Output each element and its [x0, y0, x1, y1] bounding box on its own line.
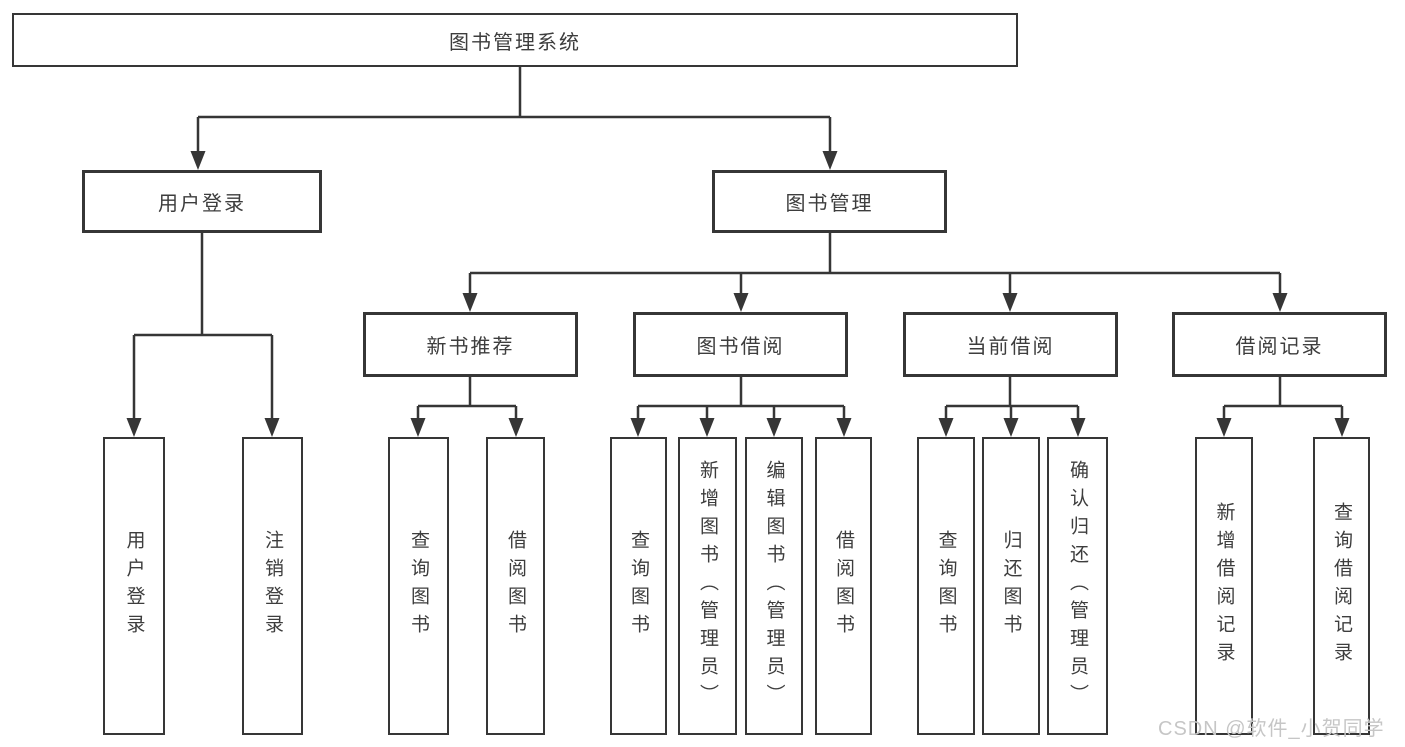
- node-root: 图书管理系统: [12, 13, 1018, 67]
- leaf-logout-login: 注销登录: [242, 437, 303, 735]
- leaf-br-add-record: 新增借阅记录: [1195, 437, 1253, 735]
- leaf-nbr-query-books-label: 查询图书: [408, 530, 429, 642]
- arrowhead-icons: [126, 151, 1350, 437]
- node-user-login: 用户登录: [82, 170, 322, 233]
- leaf-cb-confirm-return-admin-label: 确认归还（管理员）: [1067, 460, 1088, 712]
- leaf-logout-login-label: 注销登录: [262, 530, 283, 642]
- node-user-login-label: 用户登录: [158, 193, 246, 215]
- leaf-br-add-record-label: 新增借阅记录: [1213, 502, 1235, 670]
- connector-book-borrow: [636, 377, 846, 421]
- leaf-br-query-record-label: 查询借阅记录: [1331, 502, 1352, 670]
- leaf-nbr-query-books: 查询图书: [388, 437, 449, 735]
- node-book-borrow-label: 图书借阅: [696, 336, 785, 358]
- connector-root: [196, 67, 832, 153]
- connector-current-borrow: [944, 377, 1080, 421]
- node-book-borrow: 图书借阅: [633, 312, 848, 377]
- leaf-bb-query-books-label: 查询图书: [628, 530, 649, 642]
- leaf-bb-borrow-books: 借阅图书: [815, 437, 872, 735]
- connector-borrow-records: [1222, 377, 1344, 421]
- leaf-bb-add-books-admin-label: 新增图书（管理员）: [697, 460, 718, 712]
- watermark: CSDN @软件_小贺同学: [1158, 718, 1385, 740]
- node-root-label: 图书管理系统: [449, 31, 581, 54]
- leaf-cb-confirm-return-admin: 确认归还（管理员）: [1047, 437, 1108, 735]
- leaf-user-login: 用户登录: [103, 437, 165, 735]
- connector-new-book-rec: [416, 377, 518, 421]
- leaf-cb-query-books: 查询图书: [917, 437, 975, 735]
- node-borrow-records-label: 借阅记录: [1235, 336, 1324, 358]
- node-new-book-rec-label: 新书推荐: [426, 336, 515, 358]
- leaf-cb-query-books-label: 查询图书: [935, 530, 957, 642]
- leaf-nbr-borrow-books-label: 借阅图书: [505, 530, 526, 642]
- leaf-bb-add-books-admin: 新增图书（管理员）: [678, 437, 737, 735]
- leaf-bb-edit-books-admin: 编辑图书（管理员）: [745, 437, 803, 735]
- node-new-book-rec: 新书推荐: [363, 312, 578, 377]
- node-book-management-label: 图书管理: [785, 193, 874, 215]
- node-book-management: 图书管理: [712, 170, 947, 233]
- leaf-br-query-record: 查询借阅记录: [1313, 437, 1370, 735]
- leaf-bb-edit-books-admin-label: 编辑图书（管理员）: [763, 460, 785, 712]
- arrowheads: [126, 151, 1350, 437]
- leaf-bb-borrow-books-label: 借阅图书: [833, 530, 854, 642]
- leaf-cb-return-books: 归还图书: [982, 437, 1040, 735]
- leaf-nbr-borrow-books: 借阅图书: [486, 437, 545, 735]
- node-current-borrow-label: 当前借阅: [966, 336, 1055, 358]
- node-borrow-records: 借阅记录: [1172, 312, 1387, 377]
- leaf-bb-query-books: 查询图书: [610, 437, 667, 735]
- connector-lines: [132, 67, 1344, 421]
- connector-book-management: [468, 233, 1282, 296]
- leaf-user-login-label: 用户登录: [123, 530, 145, 642]
- connector-user-login: [132, 233, 274, 420]
- node-current-borrow: 当前借阅: [903, 312, 1118, 377]
- leaf-cb-return-books-label: 归还图书: [1000, 530, 1022, 642]
